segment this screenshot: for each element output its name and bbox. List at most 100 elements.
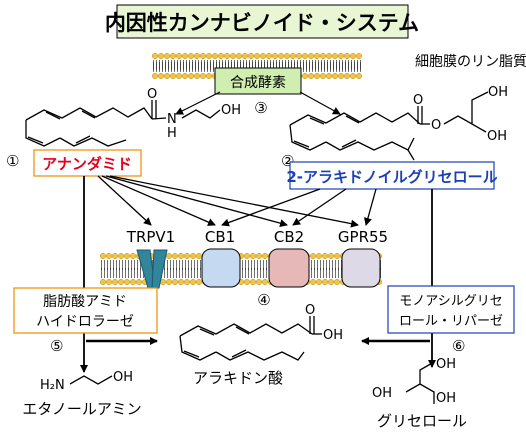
lipid-head: [152, 53, 158, 59]
ag2-hydroxyl-top: OH: [488, 85, 508, 100]
lipid-head: [356, 53, 362, 59]
anandamide-structure: [25, 100, 221, 147]
lipid-head: [338, 73, 344, 79]
lipid-head: [322, 279, 328, 285]
lipid-head: [254, 53, 260, 59]
lipid-head: [308, 73, 314, 79]
glycerol-label: グリセロール: [377, 412, 467, 430]
lipid-head: [344, 73, 350, 79]
lipid-head: [118, 279, 124, 285]
lipid-head: [196, 279, 202, 285]
ethanolamine-label: エタノールアミン: [22, 400, 141, 418]
step-6-number: ⑥: [452, 337, 465, 355]
lipid-head: [194, 53, 200, 59]
lipid-head: [314, 73, 320, 79]
lipid-head: [200, 53, 206, 59]
title-text: 内因性カンナビノイド・システム: [105, 11, 419, 35]
lipid-head: [172, 279, 178, 285]
lipid-head: [332, 53, 338, 59]
lipid-head: [166, 253, 172, 259]
receptor-cb2-label: CB2: [274, 228, 304, 246]
lipid-head: [188, 73, 194, 79]
step-3-number: ③: [254, 99, 267, 117]
ag2-binding-arrows: [221, 188, 377, 227]
arachidonic-hydroxyl: OH: [323, 328, 343, 343]
lipid-head: [284, 53, 290, 59]
lipid-head: [314, 53, 320, 59]
lipid-head: [332, 73, 338, 79]
lipid-head: [320, 53, 326, 59]
lipid-head: [158, 73, 164, 79]
lipid-head: [184, 279, 190, 285]
lipid-head: [278, 53, 284, 59]
lipid-head: [326, 53, 332, 59]
glycerol-hydroxyl-top: OH: [436, 357, 456, 372]
lipid-head: [124, 279, 130, 285]
receptor-gpr55-label: GPR55: [338, 228, 388, 246]
ag2-ester-oxygen: O: [431, 118, 441, 133]
lipid-head: [244, 279, 250, 285]
receptor-cb2: [268, 248, 310, 288]
lipid-head: [152, 73, 158, 79]
lipid-head: [130, 253, 136, 259]
lipid-head: [184, 253, 190, 259]
ag2-hydroxyl-bottom: OH: [487, 129, 507, 144]
arachidonic-acid-label: アラキドン酸: [193, 369, 283, 387]
lipid-head: [182, 53, 188, 59]
ag2-label: 2-アラキドノイルグリセロール: [286, 168, 497, 186]
receptor-trpv1-label: TRPV1: [126, 228, 175, 246]
lipid-head: [158, 53, 164, 59]
lipid-head: [224, 53, 230, 59]
lipid-head: [328, 253, 334, 259]
lipid-head: [272, 53, 278, 59]
lipid-head: [322, 253, 328, 259]
anandamide-label: アナンダミド: [42, 155, 132, 173]
ethanolamine-amine: H₂N: [40, 378, 65, 393]
synthase-box: 合成酵素: [214, 67, 302, 95]
magl-box: モノアシルグリセ ロール・リパーゼ: [387, 285, 515, 334]
lipid-head: [316, 279, 322, 285]
lipid-tails: [153, 60, 361, 72]
lipid-head: [302, 53, 308, 59]
lipid-head: [250, 279, 256, 285]
receptor-cb1: [201, 248, 241, 288]
lipid-head: [344, 53, 350, 59]
anandamide-hydroxyl: OH: [221, 103, 241, 118]
lipid-head: [164, 53, 170, 59]
step-5-number: ⑤: [50, 337, 63, 355]
lipid-head: [338, 53, 344, 59]
lipid-head: [190, 279, 196, 285]
synthase-label: 合成酵素: [230, 75, 286, 91]
lipid-head: [334, 279, 340, 285]
lipid-head: [166, 279, 172, 285]
lipid-head: [302, 73, 308, 79]
lipid-head: [176, 53, 182, 59]
arachidonic-oxygen: O: [305, 303, 315, 318]
lipid-head: [262, 279, 268, 285]
anandamide-box: アナンダミド: [33, 149, 142, 177]
lipid-head: [194, 73, 200, 79]
faah-box: 脂肪酸アミド ハイドロラーゼ: [13, 287, 158, 334]
faah-label-line1: 脂肪酸アミド: [43, 294, 127, 310]
glycerol-structure: [405, 361, 435, 404]
lipid-head: [260, 53, 266, 59]
lipid-head: [196, 253, 202, 259]
anandamide-nitrogen: N: [167, 112, 177, 127]
lipid-head: [100, 279, 106, 285]
lipid-head: [206, 53, 212, 59]
receptor-gpr55: [341, 248, 381, 288]
lipid-head: [244, 253, 250, 259]
lipid-head: [218, 53, 224, 59]
lipid-head: [308, 53, 314, 59]
synthesis-arrow-right: [299, 91, 341, 115]
title-box: 内因性カンナビノイド・システム: [105, 4, 419, 39]
lipid-head: [256, 279, 262, 285]
lipid-head: [106, 279, 112, 285]
lipid-head: [130, 279, 136, 285]
lipid-head: [328, 279, 334, 285]
lipid-head: [112, 279, 118, 285]
lipid-head: [100, 253, 106, 259]
lipid-head: [256, 253, 262, 259]
ag2-carbonyl-oxygen: O: [413, 93, 423, 108]
step-1-number: ①: [6, 152, 19, 170]
